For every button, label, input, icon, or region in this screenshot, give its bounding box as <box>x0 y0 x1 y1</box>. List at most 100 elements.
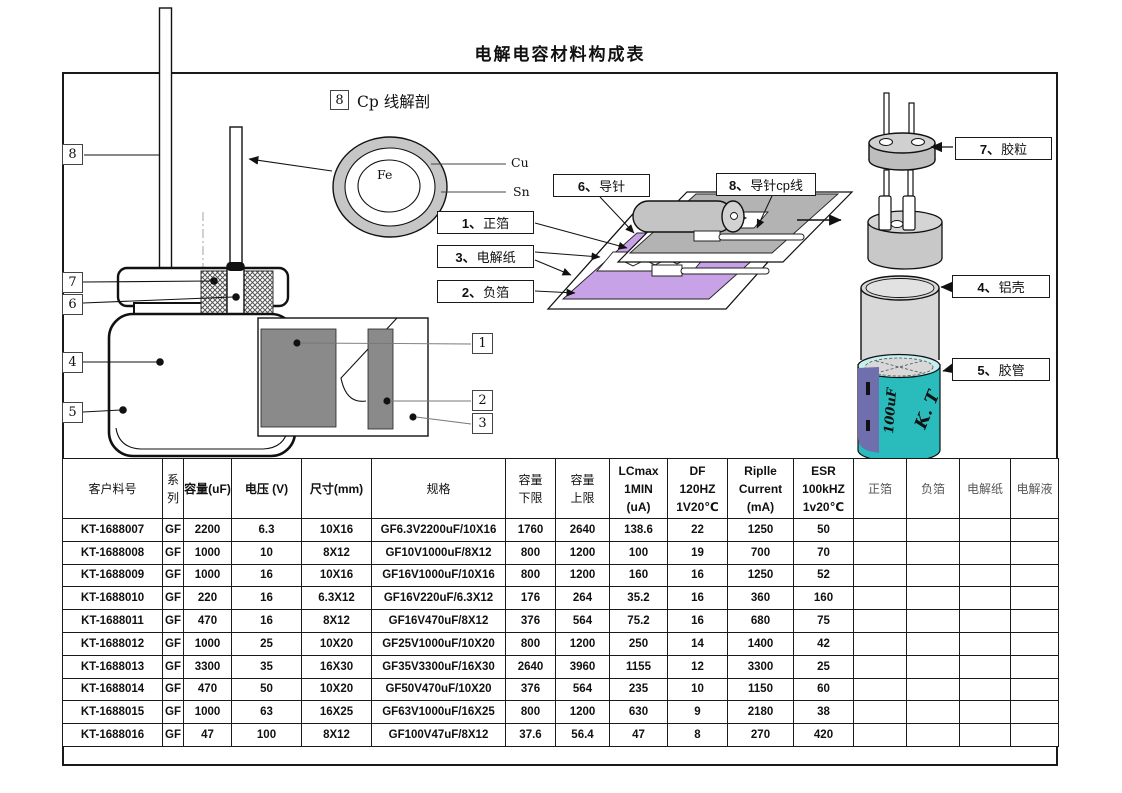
column-header: LCmax 1MIN (uA) <box>609 458 668 519</box>
header-line: 电压 (V) <box>244 481 289 496</box>
cell: 1200 <box>555 700 610 725</box>
cell: KT-1688013 <box>62 654 163 679</box>
tag-6-lead-pin: 6 <box>62 294 83 315</box>
header-line: (mA) <box>746 499 775 514</box>
cell: 16 <box>667 586 728 611</box>
cell: GF10V1000uF/8X12 <box>371 540 506 565</box>
cell <box>1010 586 1059 611</box>
cell: GF6.3V2200uF/10X16 <box>371 518 506 542</box>
capacitor-diagram: 100uF K. T <box>82 7 955 463</box>
cell: 56.4 <box>555 723 610 747</box>
cell: 47 <box>609 723 668 747</box>
winding-stack <box>534 191 854 310</box>
cell: 16 <box>231 586 302 611</box>
header-line: 正箔 <box>867 481 892 496</box>
cell <box>906 540 960 565</box>
cell: 3960 <box>555 654 610 679</box>
cell: KT-1688016 <box>62 723 163 747</box>
exploded-capacitor: 100uF K. T <box>857 92 955 463</box>
cell: 1000 <box>183 540 232 565</box>
cell: GF <box>162 654 184 679</box>
callout-text: 负箔 <box>483 285 510 300</box>
cell: GF <box>162 677 184 702</box>
cell: 38 <box>793 700 854 725</box>
column-header: 电压 (V) <box>231 458 302 519</box>
header-line: ESR <box>811 463 836 478</box>
cell <box>853 586 907 611</box>
cp-wire-section-title: Cp 线解剖 <box>357 93 431 111</box>
rolled-cylinder <box>632 200 734 233</box>
foil-roll-unwound <box>257 317 472 437</box>
cell: 8X12 <box>301 540 372 565</box>
cell: 8X12 <box>301 609 372 633</box>
header-line: 上限 <box>570 490 595 505</box>
column-header: 客户料号 <box>62 458 163 519</box>
header-line: LCmax <box>618 463 659 478</box>
cell: 42 <box>793 631 854 656</box>
cell: GF35V3300uF/16X30 <box>371 654 506 679</box>
cell: 2640 <box>505 654 556 679</box>
header-line: 下限 <box>518 490 543 505</box>
header-line: 容量 <box>518 472 543 487</box>
cell <box>906 700 960 725</box>
cell: 800 <box>505 563 556 588</box>
cell <box>906 609 960 633</box>
cell: 10 <box>667 677 728 702</box>
header-line: 1MIN <box>624 481 653 496</box>
cell: 19 <box>667 540 728 565</box>
lead-crimp-upper <box>693 230 721 242</box>
header-line: (uA) <box>626 499 651 514</box>
cell <box>853 677 907 702</box>
cell: 22 <box>667 518 728 542</box>
cell: 1000 <box>183 563 232 588</box>
cell: KT-1688015 <box>62 700 163 725</box>
callout-number: 7、 <box>979 142 1001 157</box>
column-header: 容量下限 <box>505 458 556 519</box>
cell: 1000 <box>183 631 232 656</box>
lead-wire-short <box>229 126 243 269</box>
callout-anode-foil: 1、正箔 <box>437 211 534 234</box>
cell: 250 <box>609 631 668 656</box>
cell: 3300 <box>183 654 232 679</box>
cell: 160 <box>609 563 668 588</box>
cell <box>1010 654 1059 679</box>
cell: 16 <box>667 609 728 633</box>
cell <box>906 654 960 679</box>
cell: 376 <box>505 677 556 702</box>
cell: 100 <box>231 723 302 747</box>
cell: 564 <box>555 609 610 633</box>
cell: 10X20 <box>301 631 372 656</box>
tag-8-lead: 8 <box>62 144 83 165</box>
cell <box>853 631 907 656</box>
ring-plating-label: Sn <box>513 184 530 199</box>
cell: KT-1688014 <box>62 677 163 702</box>
callout-paper: 3、电解纸 <box>437 245 534 268</box>
column-header: 容量(uF) <box>183 458 232 519</box>
cell: 1200 <box>555 540 610 565</box>
cell: 14 <box>667 631 728 656</box>
cell: 564 <box>555 677 610 702</box>
callout-text: 导针 <box>599 179 626 194</box>
cell <box>853 609 907 633</box>
cell: 800 <box>505 540 556 565</box>
callout-text: 铝壳 <box>998 280 1025 295</box>
cell <box>959 518 1011 542</box>
column-header: 电解液 <box>1010 458 1059 519</box>
cell: 1200 <box>555 563 610 588</box>
cell: 160 <box>793 586 854 611</box>
callout-number: 6、 <box>577 179 599 194</box>
cell: GF <box>162 631 184 656</box>
cell: 1000 <box>183 700 232 725</box>
callout-text: 正箔 <box>483 216 510 231</box>
cathode-foil <box>367 328 394 430</box>
cell: KT-1688007 <box>62 518 163 542</box>
callout-number: 1、 <box>461 216 483 231</box>
cell: GF16V1000uF/10X16 <box>371 563 506 588</box>
column-header: 规格 <box>371 458 506 519</box>
callout-aluminum-can: 4、铝壳 <box>952 275 1050 298</box>
